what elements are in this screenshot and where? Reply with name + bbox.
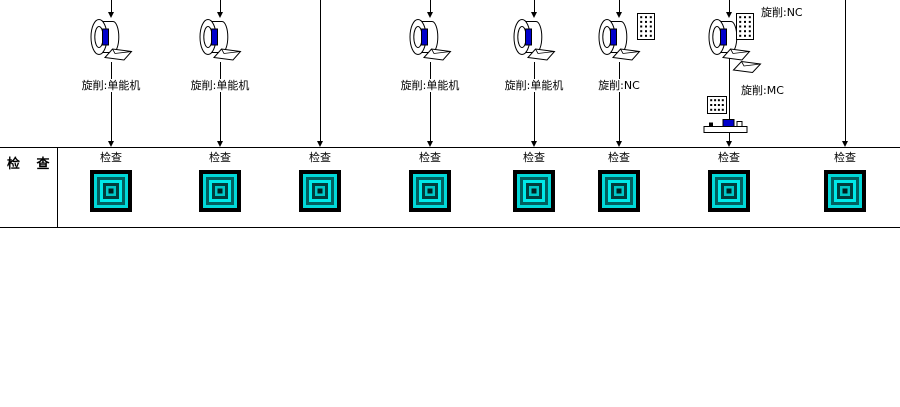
- station-5-inspection-label: 检查: [521, 151, 547, 164]
- station-3-inspection-icon[interactable]: [299, 170, 341, 212]
- station-1-to-inspection-arrow-line: [111, 62, 112, 141]
- station-2-inspection-label: 检查: [207, 151, 233, 164]
- station-1-lathe-machine-icon[interactable]: [86, 18, 136, 64]
- station-5-to-inspection-arrow-head: [531, 141, 537, 147]
- station-4-to-inspection-arrow-line: [430, 62, 431, 141]
- station-7-machine-label-2: 旋削:MC: [739, 84, 786, 97]
- station-7-incoming-arrow-line: [729, 0, 730, 12]
- station-6-incoming-arrow-line: [619, 0, 620, 12]
- station-2-inspection-icon[interactable]: [199, 170, 241, 212]
- station-7-incoming-arrow-head: [726, 12, 732, 18]
- inspection-band-top-line: [0, 147, 900, 148]
- station-5-lathe-machine-icon[interactable]: [509, 18, 559, 64]
- station-8-flow-arrow-head: [842, 141, 848, 147]
- inspection-band-divider-line: [57, 147, 58, 228]
- station-3-flow-arrow-head: [317, 141, 323, 147]
- station-1-machine-label: 旋削:单能机: [79, 79, 143, 92]
- station-6-to-inspection-arrow-line: [619, 62, 620, 141]
- station-1-incoming-arrow-line: [111, 0, 112, 12]
- station-6-to-inspection-arrow-head: [616, 141, 622, 147]
- station-4-incoming-arrow-line: [430, 0, 431, 12]
- station-6-incoming-arrow-head: [616, 12, 622, 18]
- station-4-inspection-label: 检查: [417, 151, 443, 164]
- station-7-lathe-machine-icon[interactable]: [704, 18, 754, 64]
- station-8-inspection-icon[interactable]: [824, 170, 866, 212]
- station-7-to-inspection-arrow-head: [726, 141, 732, 147]
- station-5-incoming-arrow-line: [534, 0, 535, 12]
- inspection-band-bottom-line: [0, 227, 900, 228]
- station-2-lathe-machine-icon[interactable]: [195, 18, 245, 64]
- station-7-nc-panel-icon[interactable]: [736, 13, 754, 40]
- inspection-row-header: 检 查: [7, 157, 56, 172]
- station-6-nc-panel-icon[interactable]: [637, 13, 655, 40]
- station-4-incoming-arrow-head: [427, 12, 433, 18]
- station-4-inspection-icon[interactable]: [409, 170, 451, 212]
- station-6-machine-label: 旋削:NC: [596, 79, 642, 92]
- station-2-incoming-arrow-line: [220, 0, 221, 12]
- station-5-incoming-arrow-head: [531, 12, 537, 18]
- station-2-incoming-arrow-head: [217, 12, 223, 18]
- station-6-inspection-icon[interactable]: [598, 170, 640, 212]
- station-7-inspection-label: 检查: [716, 151, 742, 164]
- station-3-inspection-label: 检查: [307, 151, 333, 164]
- station-1-incoming-arrow-head: [108, 12, 114, 18]
- station-2-machine-label: 旋削:单能机: [188, 79, 252, 92]
- station-4-to-inspection-arrow-head: [427, 141, 433, 147]
- station-8-flow-arrow-line: [845, 0, 846, 141]
- station-7-mc-flag-icon: [732, 60, 762, 82]
- station-4-machine-label: 旋削:单能机: [398, 79, 462, 92]
- station-7-mc-panel-icon[interactable]: [707, 96, 727, 114]
- station-7-inspection-icon[interactable]: [708, 170, 750, 212]
- station-5-inspection-icon[interactable]: [513, 170, 555, 212]
- station-3-flow-arrow-line: [320, 0, 321, 141]
- station-6-inspection-label: 检查: [606, 151, 632, 164]
- station-5-to-inspection-arrow-line: [534, 62, 535, 141]
- station-1-inspection-icon[interactable]: [90, 170, 132, 212]
- station-7-machine-label: 旋削:NC: [759, 6, 805, 19]
- station-8-inspection-label: 检查: [832, 151, 858, 164]
- station-2-to-inspection-arrow-line: [220, 62, 221, 141]
- station-6-lathe-machine-icon[interactable]: [594, 18, 644, 64]
- station-7-to-inspection-arrow-line: [729, 58, 730, 141]
- station-2-to-inspection-arrow-head: [217, 141, 223, 147]
- station-1-inspection-label: 检查: [98, 151, 124, 164]
- station-4-lathe-machine-icon[interactable]: [405, 18, 455, 64]
- station-7-mc-base-icon[interactable]: [703, 112, 749, 134]
- station-5-machine-label: 旋削:单能机: [502, 79, 566, 92]
- station-1-to-inspection-arrow-head: [108, 141, 114, 147]
